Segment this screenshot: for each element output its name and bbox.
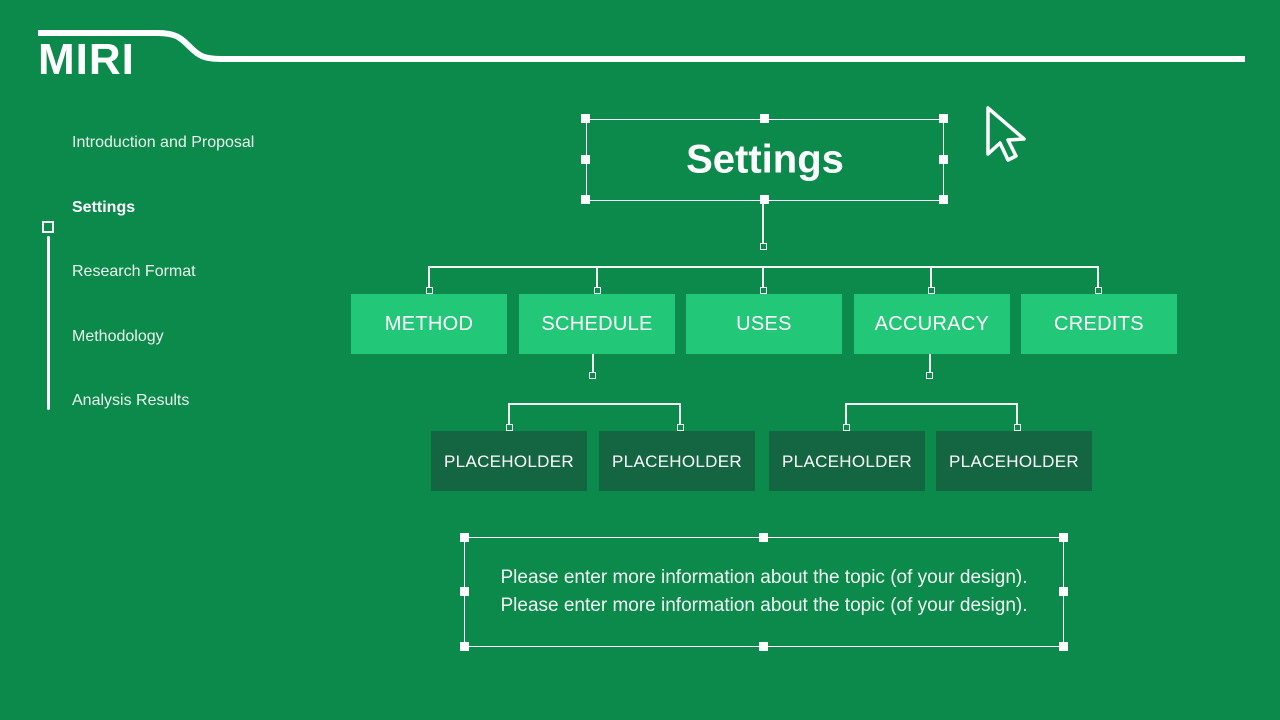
connector-branch-accuracy (930, 266, 932, 290)
connector-dot-schedule (594, 287, 601, 294)
resize-handle-bottom-left[interactable] (581, 195, 590, 204)
node-schedule[interactable]: SCHEDULE (519, 294, 675, 354)
node-placeholder-2[interactable]: PLACEHOLDER (599, 431, 755, 491)
node-placeholder-1-label: PLACEHOLDER (444, 451, 574, 471)
node-method-label: METHOD (384, 313, 474, 335)
connector-title-trunk (762, 201, 764, 245)
connector-branch-placeholder-2 (679, 403, 681, 427)
page-title: Settings (686, 137, 844, 182)
resize-handle-top-right[interactable] (939, 114, 948, 123)
connector-branch-placeholder-3 (845, 403, 847, 427)
node-accuracy[interactable]: ACCURACY (854, 294, 1010, 354)
connector-schedule-trunk (592, 354, 594, 374)
sidebar-item-settings[interactable]: Settings (72, 199, 136, 216)
node-placeholder-1[interactable]: PLACEHOLDER (431, 431, 587, 491)
connector-dot-credits (1095, 287, 1102, 294)
body-resize-handle-top-left[interactable] (460, 533, 469, 542)
connector-dot-uses (760, 287, 767, 294)
connector-dot-method (426, 287, 433, 294)
node-uses-label: USES (736, 313, 792, 335)
node-method[interactable]: METHOD (351, 294, 507, 354)
resize-handle-middle-left[interactable] (581, 155, 590, 164)
body-resize-handle-bottom-right[interactable] (1059, 642, 1068, 651)
resize-handle-bottom-right[interactable] (939, 195, 948, 204)
connector-dot-accuracy-trunk (926, 372, 933, 379)
connector-branch-uses (762, 266, 764, 290)
resize-handle-bottom-center[interactable] (760, 195, 769, 204)
connector-dot-placeholder-3 (843, 424, 850, 431)
node-placeholder-4-label: PLACEHOLDER (949, 451, 1079, 471)
connector-bus-accuracy (846, 403, 1018, 405)
resize-handle-middle-right[interactable] (939, 155, 948, 164)
sidebar-item-research-format[interactable]: Research Format (72, 263, 196, 280)
node-schedule-label: SCHEDULE (541, 313, 653, 335)
body-resize-handle-middle-left[interactable] (460, 587, 469, 596)
resize-handle-top-center[interactable] (760, 114, 769, 123)
connector-bus-schedule (509, 403, 681, 405)
arrow-pointer-cursor (986, 106, 1026, 162)
body-resize-handle-middle-right[interactable] (1059, 587, 1068, 596)
scrollbar-thumb-handle[interactable] (42, 221, 54, 233)
body-resize-handle-top-right[interactable] (1059, 533, 1068, 542)
connector-branch-placeholder-4 (1016, 403, 1018, 427)
node-placeholder-3-label: PLACEHOLDER (782, 451, 912, 471)
sidebar-item-methodology[interactable]: Methodology (72, 328, 164, 345)
node-placeholder-3[interactable]: PLACEHOLDER (769, 431, 925, 491)
body-resize-handle-bottom-center[interactable] (759, 642, 768, 651)
node-accuracy-label: ACCURACY (874, 313, 990, 335)
body-resize-handle-bottom-left[interactable] (460, 642, 469, 651)
connector-dot-accuracy (928, 287, 935, 294)
connector-dot-placeholder-1 (506, 424, 513, 431)
sidebar-item-analysis-results[interactable]: Analysis Results (72, 392, 190, 409)
connector-dot-placeholder-2 (677, 424, 684, 431)
header-swoosh-rule (38, 30, 1245, 62)
connector-dot-trunk (760, 243, 767, 250)
connector-bus-level1 (429, 266, 1099, 268)
connector-branch-credits (1097, 266, 1099, 290)
connector-dot-placeholder-4 (1014, 424, 1021, 431)
node-credits[interactable]: CREDITS (1021, 294, 1177, 354)
node-uses[interactable]: USES (686, 294, 842, 354)
brand-logo: MIRI (38, 35, 135, 84)
title-textbox-selection-frame[interactable]: Settings (586, 119, 944, 201)
node-placeholder-4[interactable]: PLACEHOLDER (936, 431, 1092, 491)
vertical-scrollbar[interactable] (47, 236, 50, 410)
body-text: Please enter more information about the … (500, 567, 1028, 616)
body-resize-handle-top-center[interactable] (759, 533, 768, 542)
connector-branch-method (428, 266, 430, 290)
connector-branch-placeholder-1 (508, 403, 510, 427)
connector-accuracy-trunk (929, 354, 931, 374)
node-placeholder-2-label: PLACEHOLDER (612, 451, 742, 471)
body-textbox-selection-frame[interactable]: Please enter more information about the … (464, 537, 1064, 647)
node-credits-label: CREDITS (1054, 313, 1144, 335)
connector-dot-schedule-trunk (589, 372, 596, 379)
sidebar-item-introduction-and-proposal[interactable]: Introduction and Proposal (72, 134, 255, 151)
resize-handle-top-left[interactable] (581, 114, 590, 123)
connector-branch-schedule (596, 266, 598, 290)
